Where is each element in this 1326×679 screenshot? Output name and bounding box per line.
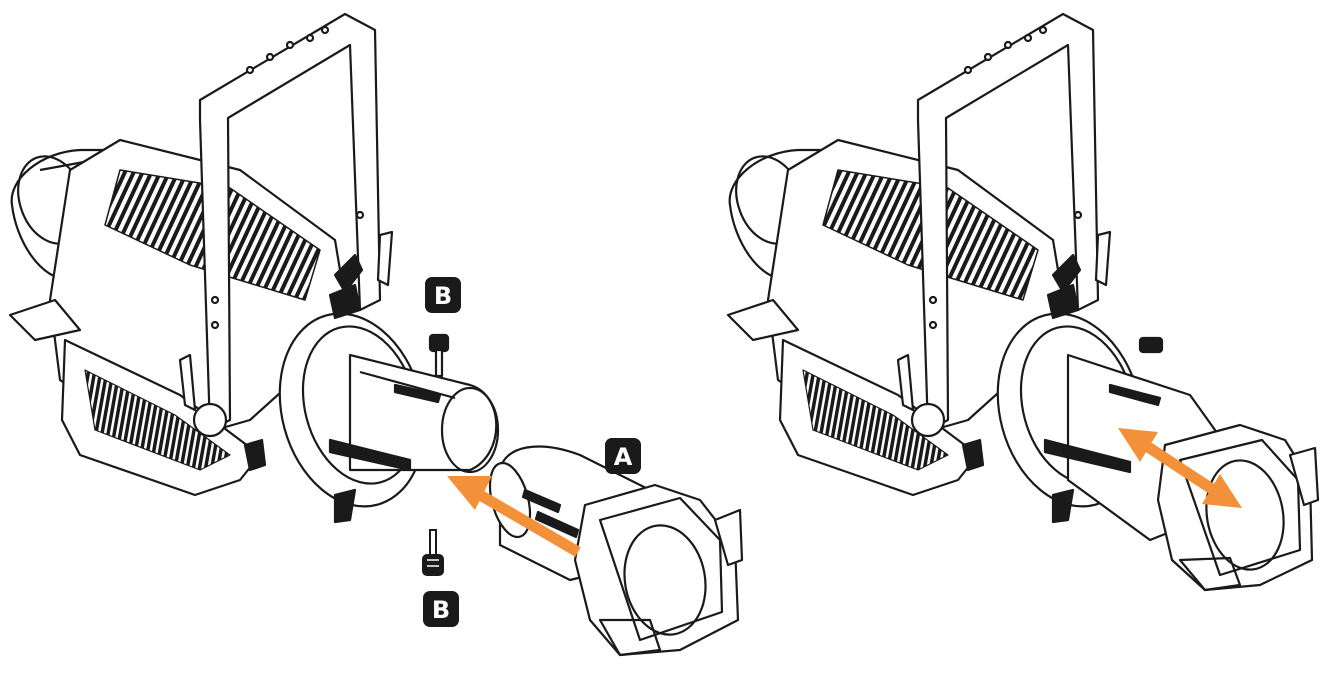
side-bracket-left [8, 298, 82, 342]
fixture-right [726, 12, 1320, 592]
badge-b-top: B [425, 277, 461, 313]
badge-a: A [605, 438, 641, 474]
lock-handle-left-2 [376, 230, 394, 287]
double-arrow [1118, 428, 1242, 508]
badge-a-label: A [614, 443, 633, 471]
thumb-screw-bottom [422, 529, 444, 576]
badge-b-bottom: B [423, 591, 459, 627]
fixture-left [8, 12, 500, 524]
thumb-screw-top [428, 333, 450, 378]
yoke-left [198, 12, 382, 432]
lock-handle-right-3 [896, 353, 915, 412]
yoke-right [916, 12, 1100, 432]
lock-handle-right-2 [1094, 230, 1112, 287]
badge-b-bottom-label: B [432, 596, 450, 624]
lens-cap-right [1156, 423, 1314, 592]
insert-arrow [447, 476, 581, 557]
lens-mount-left [348, 353, 498, 472]
lens-tube-left [488, 445, 744, 657]
lock-handle-left-3 [178, 353, 197, 412]
lock-handle-right-1 [1051, 253, 1082, 294]
side-bracket-right [726, 298, 800, 342]
lock-handle-left-1 [333, 253, 364, 294]
yoke-knob-left [192, 402, 228, 438]
badge-b-top-label: B [434, 282, 452, 310]
yoke-knob-right [910, 402, 946, 438]
